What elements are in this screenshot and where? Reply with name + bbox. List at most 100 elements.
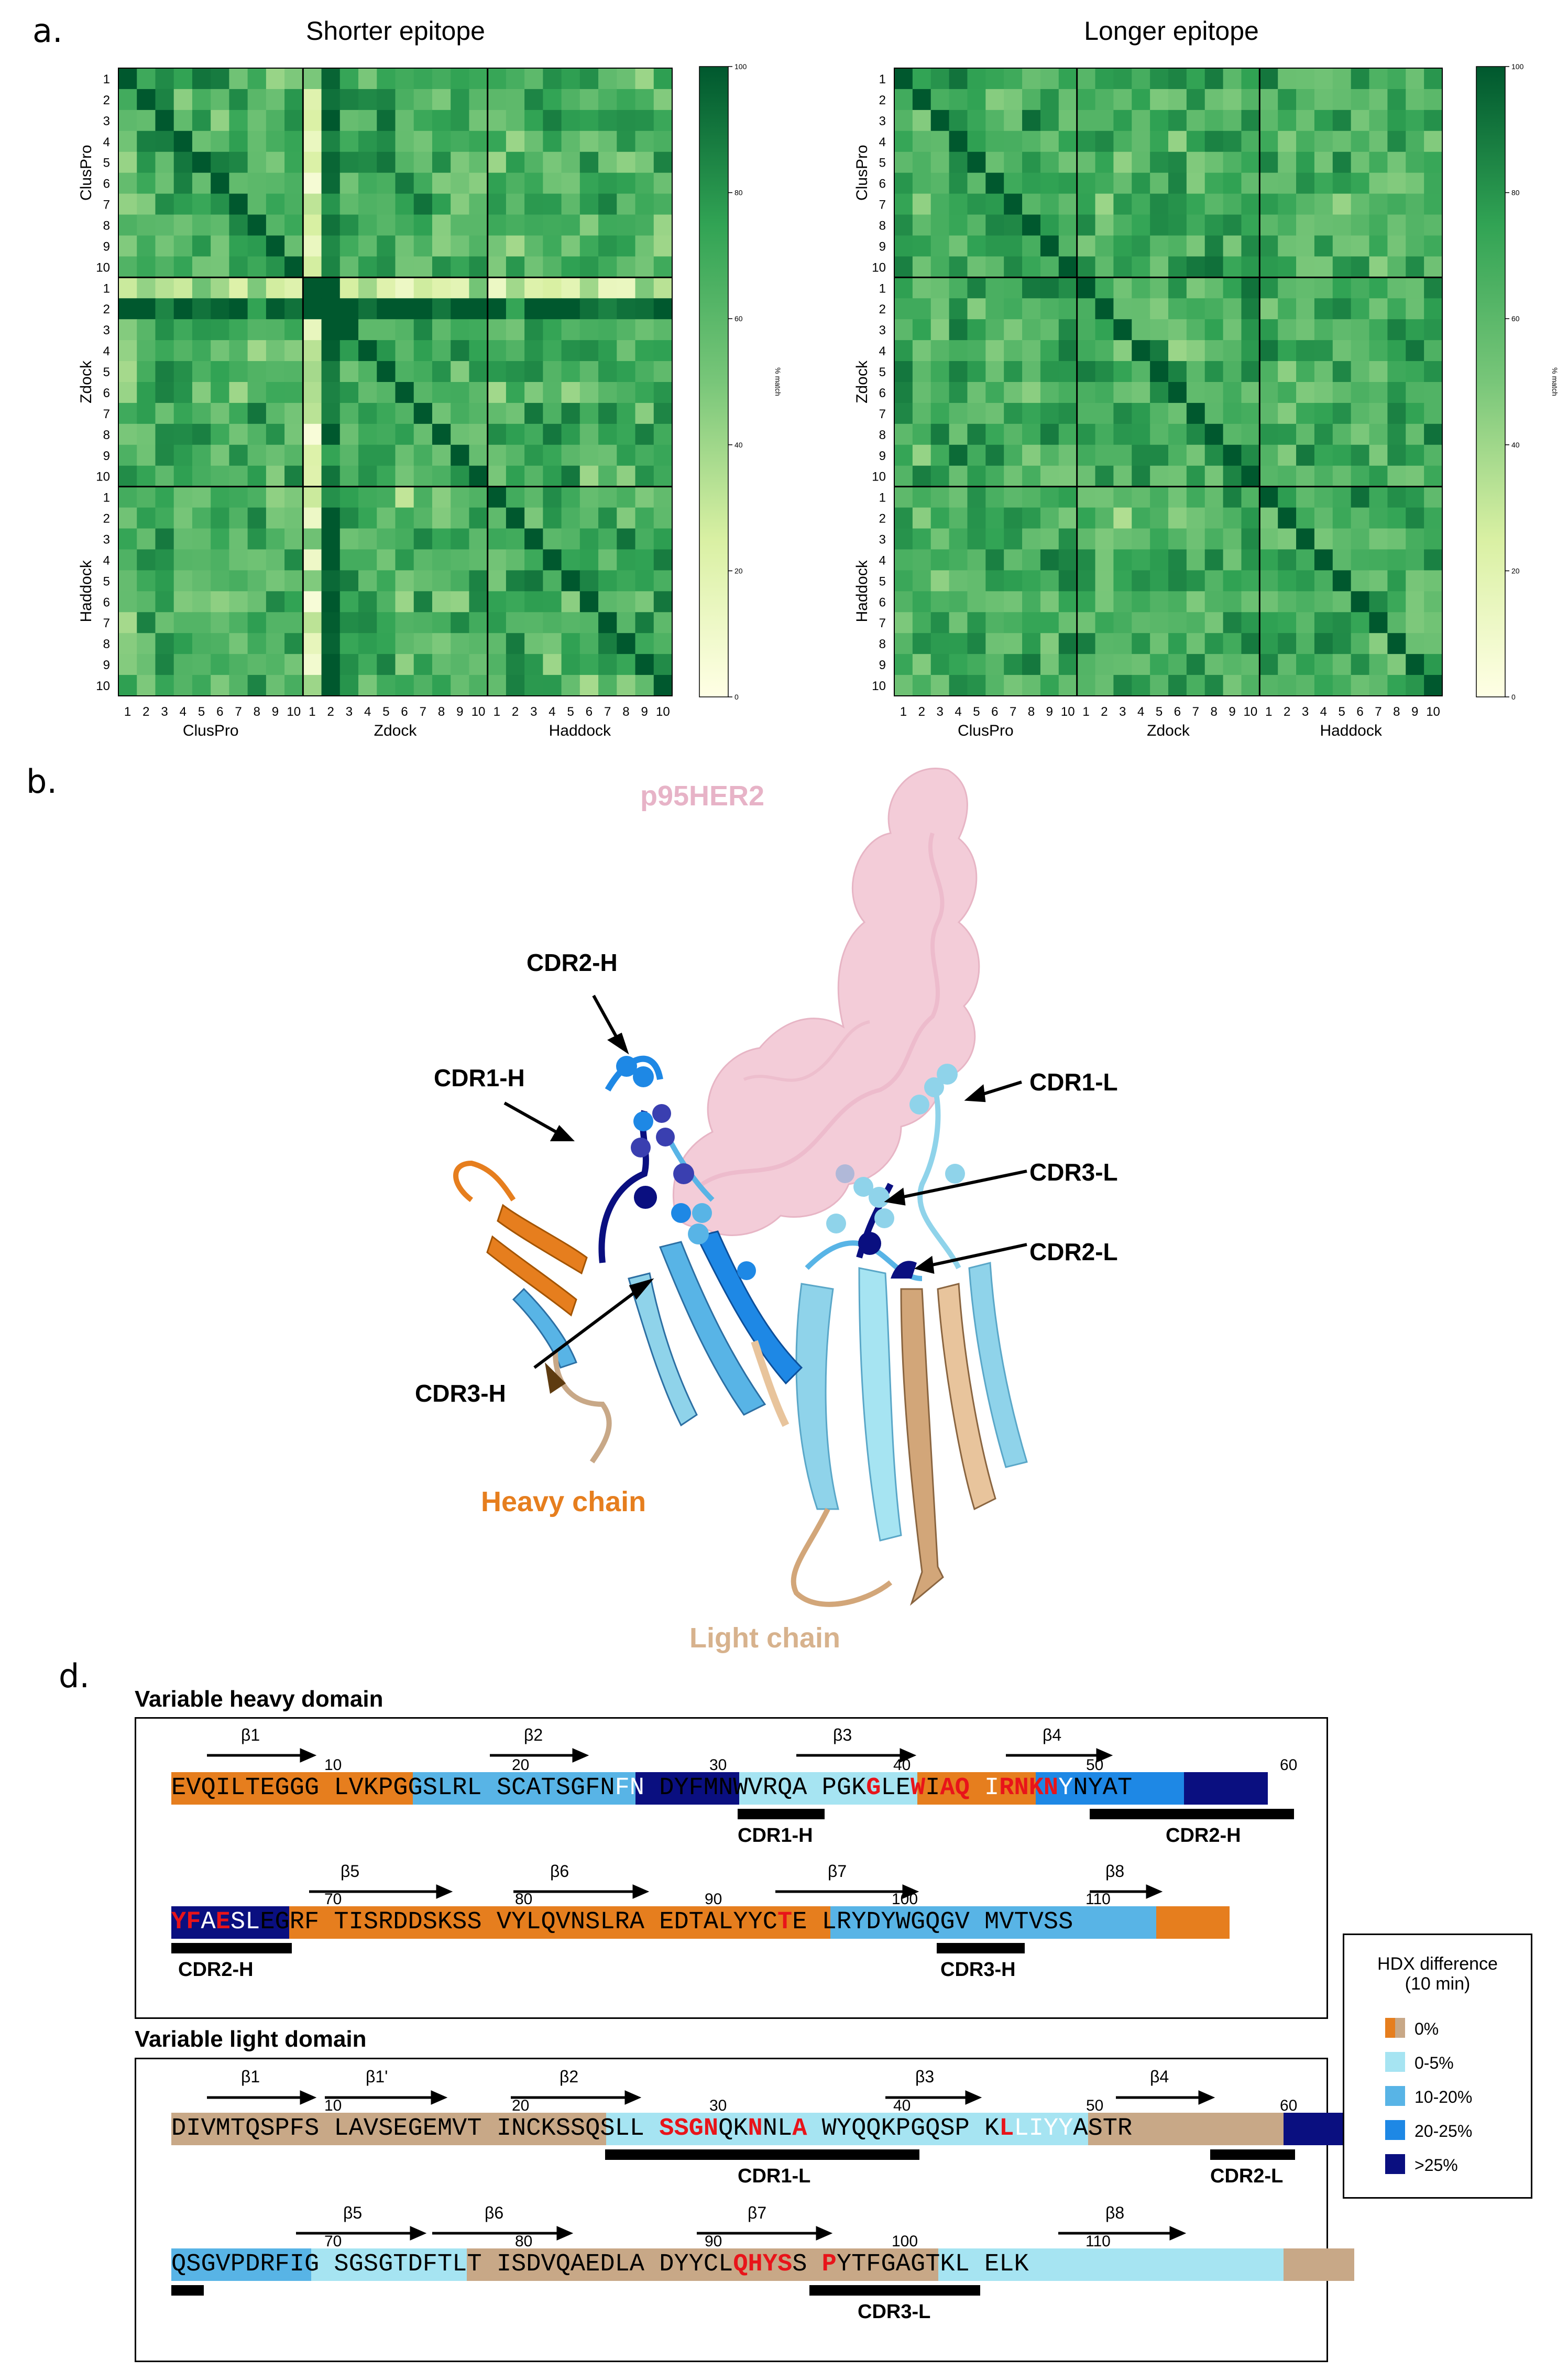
heatmap-cell (395, 612, 414, 634)
heatmap-cell (1150, 130, 1169, 152)
heatmap-cell (303, 402, 322, 424)
heatmap-cell (155, 361, 174, 383)
heatmap-cell (303, 193, 322, 215)
heatmap-cell (432, 465, 451, 487)
col-tick-label: 5 (567, 705, 574, 719)
heatmap-cell (137, 528, 156, 550)
heatmap-cell (377, 570, 396, 592)
heatmap-cell (451, 319, 470, 341)
heatmap-cell (173, 110, 193, 132)
heatmap-cell (930, 110, 950, 132)
heatmap-cell (118, 591, 137, 613)
beta-label: β3 (915, 2067, 935, 2086)
heatmap-cell (432, 193, 451, 215)
heatmap-cell (451, 151, 470, 173)
heatmap-cell (1387, 89, 1406, 111)
heatmap-cell (561, 549, 580, 571)
heatmap-cell (432, 319, 451, 341)
heatmap-cell (598, 193, 617, 215)
heatmap-cell (487, 298, 507, 320)
col-tick-label: 7 (235, 705, 242, 719)
heatmap-cell (598, 675, 617, 696)
heatmap-cell (155, 340, 174, 362)
heatmap-cell (635, 235, 654, 257)
heatmap-cell (284, 591, 303, 613)
heatmap-cell (524, 110, 543, 132)
heatmap-cell (1132, 89, 1150, 111)
heatmap-cell (598, 633, 617, 654)
beta-label: β7 (748, 2203, 767, 2222)
heatmap-cell (339, 612, 359, 634)
heatmap-cell (155, 528, 174, 550)
heatmap-cell (617, 68, 636, 90)
heatmap-cell (432, 591, 451, 613)
heatmap-cell (579, 675, 599, 696)
heatmap-cell (432, 68, 451, 90)
heatmap-cell (395, 68, 414, 90)
heatmap-cell (1058, 68, 1078, 90)
heatmap-cell (377, 110, 396, 132)
heatmap-cell (579, 319, 599, 341)
heatmap-cell (469, 361, 488, 383)
cdr-underline (171, 1943, 292, 1953)
heatmap-cell (358, 612, 377, 634)
heatmap-cell (579, 528, 599, 550)
heatmap-cell (598, 214, 617, 236)
heatmap-cell (358, 528, 377, 550)
heatmap-cell (635, 130, 654, 152)
heatmap-cell (617, 256, 636, 278)
heatmap-cell (1040, 130, 1059, 152)
row-tick-label: 8 (103, 428, 110, 442)
heatmap-cell (395, 193, 414, 215)
residue-number: 30 (709, 2097, 727, 2114)
cdr1-h-seq-label: CDR1-H (738, 1825, 813, 1847)
col-tick-label: 7 (420, 705, 426, 719)
heatmap-cell (137, 130, 156, 152)
heatmap-cell (321, 193, 341, 215)
heatmap-cell (524, 130, 543, 152)
heatmap-cell (653, 423, 673, 445)
heatmap-cell (1095, 130, 1114, 152)
heatmap-cell (1113, 130, 1132, 152)
heatmap-cell (137, 68, 156, 90)
heatmap-cell (487, 214, 507, 236)
heatmap-cell (506, 486, 525, 508)
heatmap-cell (339, 528, 359, 550)
heatmap-cell (377, 172, 396, 194)
heatmap-cell (137, 570, 156, 592)
heatmap-cell (395, 402, 414, 424)
heatmap-cell (598, 444, 617, 466)
heatmap-cell (192, 591, 211, 613)
heatmap-cell (617, 151, 636, 173)
heatmap-cell (155, 256, 174, 278)
heatmap-cell (118, 444, 137, 466)
heatmap-cell (451, 193, 470, 215)
heatmap-cell (192, 423, 211, 445)
heatmap-cell (653, 110, 673, 132)
heatmap-cell (561, 110, 580, 132)
heatmap-cell (543, 319, 562, 341)
cdr-underline (937, 1943, 1025, 1953)
heatmap-cell (617, 549, 636, 571)
heatmap-cell (395, 675, 414, 696)
heatmap-cell (413, 654, 433, 675)
heatmap-cell (432, 382, 451, 403)
heatmap-cell (247, 675, 267, 696)
heatmap-cell (173, 549, 193, 571)
heatmap-cell (377, 612, 396, 634)
heatmap-cell (413, 402, 433, 424)
heatmap-cell (506, 68, 525, 90)
heatmap-cell (451, 298, 470, 320)
heatmap-cell (377, 361, 396, 383)
col-tick-label: 8 (254, 705, 260, 719)
heatmap-cell (247, 528, 267, 550)
heatmap-cell (432, 214, 451, 236)
heatmap-cell (377, 382, 396, 403)
heatmap-cell (432, 444, 451, 466)
heatmap-cell (358, 277, 377, 299)
heatmap-cell (1406, 110, 1424, 132)
colorbar (699, 66, 729, 697)
heatmap-cell (543, 277, 562, 299)
heatmap-cell (377, 151, 396, 173)
heatmap-cell (211, 298, 229, 320)
